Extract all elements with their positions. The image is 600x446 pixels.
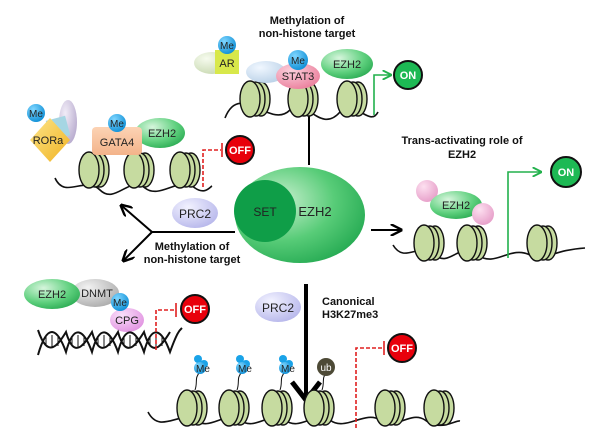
right-cofactor-1 (416, 180, 438, 202)
me-mark-1: Me (194, 355, 210, 375)
me-badge-gata4 (108, 114, 126, 132)
right-activation-arrow (507, 172, 540, 258)
right-ezh2-shape (430, 191, 482, 219)
left-branch: PRC2 Methylation of non-histone target (144, 198, 241, 266)
right-nucleosome-3 (526, 224, 558, 262)
stat3-shape (276, 63, 320, 89)
left-top-nucleosome-3 (169, 151, 201, 189)
left-top-nucleosome-2 (123, 151, 155, 189)
left-top-nucleosome-1 (78, 151, 110, 189)
me-label-ar: Me (220, 41, 234, 52)
stat3-label: STAT3 (282, 71, 315, 83)
me-label-stat3: Me (291, 56, 305, 67)
right-cofactor-2 (472, 203, 494, 225)
me-label-cpg: Me (113, 298, 127, 309)
ar-label: AR (219, 58, 234, 70)
right-on-badge (550, 156, 582, 188)
bottom-off-badge (387, 333, 417, 363)
bottom-nucleosome-3 (261, 389, 293, 427)
left-bottom-repression-line (155, 309, 174, 350)
me-badge-ar (218, 36, 236, 54)
top-activation-arrow (373, 75, 390, 115)
panel-top: Methylation of non-histone target AR Me … (194, 15, 423, 120)
panel-left-top: RORa Me EZH2 GATA4 Me OFF (27, 100, 255, 196)
bottom-prc2-label: PRC2 (262, 301, 294, 315)
me-badge-cpg (111, 293, 129, 311)
top-heading-line2: non-histone target (259, 28, 356, 40)
top-on-badge (393, 60, 423, 90)
left-bottom-ezh2-label: EZH2 (38, 289, 66, 301)
me-label-rora: Me (29, 109, 43, 120)
arrow-left-up (122, 206, 153, 233)
dna-double-helix (37, 327, 183, 356)
panel-bottom: PRC2 Canonical H3K27me3 Me Me Me (147, 292, 461, 428)
me-mark-2-label: Me (238, 364, 252, 375)
me-mark-1-label: Me (196, 364, 210, 375)
me-mark-3-label: Me (281, 364, 295, 375)
right-heading-line2: EZH2 (448, 149, 476, 161)
dnmt-label: DNMT (81, 288, 113, 300)
bottom-heading-line1: Canonical (322, 296, 375, 308)
me-mark-2: Me (236, 355, 252, 375)
right-on-label: ON (558, 167, 575, 179)
me-label-gata4: Me (110, 119, 124, 130)
right-heading-line1: Trans-activating role of (401, 135, 522, 147)
left-top-repression-line (202, 149, 221, 187)
gata4-label: GATA4 (100, 137, 134, 149)
ezh2-core: SET EZH2 (234, 167, 365, 263)
left-bottom-off-label: OFF (184, 304, 206, 316)
set-label: SET (253, 205, 277, 219)
arrow-left-down (124, 231, 153, 260)
ub-mark: ub (317, 358, 335, 376)
stat3-partner-shape (246, 61, 286, 83)
left-prc2-shape (172, 198, 218, 228)
right-nucleosome-2 (456, 224, 488, 262)
gata4-box (92, 127, 142, 155)
bottom-nucleosome-6 (423, 389, 455, 427)
bottom-nucleosome-2 (218, 389, 250, 427)
top-on-label: ON (400, 70, 417, 82)
left-bottom-ezh2-shape (24, 279, 80, 309)
me-badge-rora (27, 104, 45, 122)
right-nucleosome-1 (413, 224, 445, 262)
bottom-repression-line (355, 347, 382, 428)
cpg-label: CPG (115, 315, 139, 327)
bottom-prc2-shape (255, 292, 301, 322)
cpg-shape (110, 308, 144, 332)
left-branch-heading-line1: Methylation of (155, 241, 230, 253)
bottom-nucleosome-5 (374, 389, 406, 427)
top-ezh2-shape (321, 49, 373, 79)
left-top-off-badge (225, 135, 255, 165)
rora-diamond (30, 118, 70, 162)
set-domain (234, 180, 296, 242)
me-badge-stat3 (288, 50, 308, 70)
ub-mark-label: ub (320, 363, 332, 374)
top-nucleosome-1 (239, 80, 271, 118)
top-ezh2-label: EZH2 (333, 59, 361, 71)
left-top-off-label: OFF (229, 145, 251, 157)
left-branch-heading-line2: non-histone target (144, 254, 241, 266)
left-prc2-label: PRC2 (179, 207, 211, 221)
bottom-nucleosome-4 (303, 389, 335, 427)
left-top-ezh2-label: EZH2 (148, 128, 176, 140)
dnmt-shape (71, 279, 119, 307)
bottom-off-label: OFF (391, 343, 413, 355)
top-nucleosome-3 (336, 80, 368, 118)
left-bottom-off-badge (180, 294, 210, 324)
bottom-heading-line2: H3K27me3 (322, 309, 378, 321)
left-top-ezh2-shape (135, 118, 185, 148)
right-ezh2-label: EZH2 (442, 200, 470, 212)
panel-right: Trans-activating role of EZH2 EZH2 ON (392, 135, 586, 262)
top-heading-line1: Methylation of (270, 15, 345, 27)
ezh2-core-label: EZH2 (298, 204, 331, 219)
rora-label: RORa (33, 135, 64, 147)
me-mark-3: Me (279, 355, 295, 375)
bottom-nucleosome-1 (176, 389, 208, 427)
panel-left-bottom: DNMT EZH2 CPG Me OFF (24, 279, 210, 356)
